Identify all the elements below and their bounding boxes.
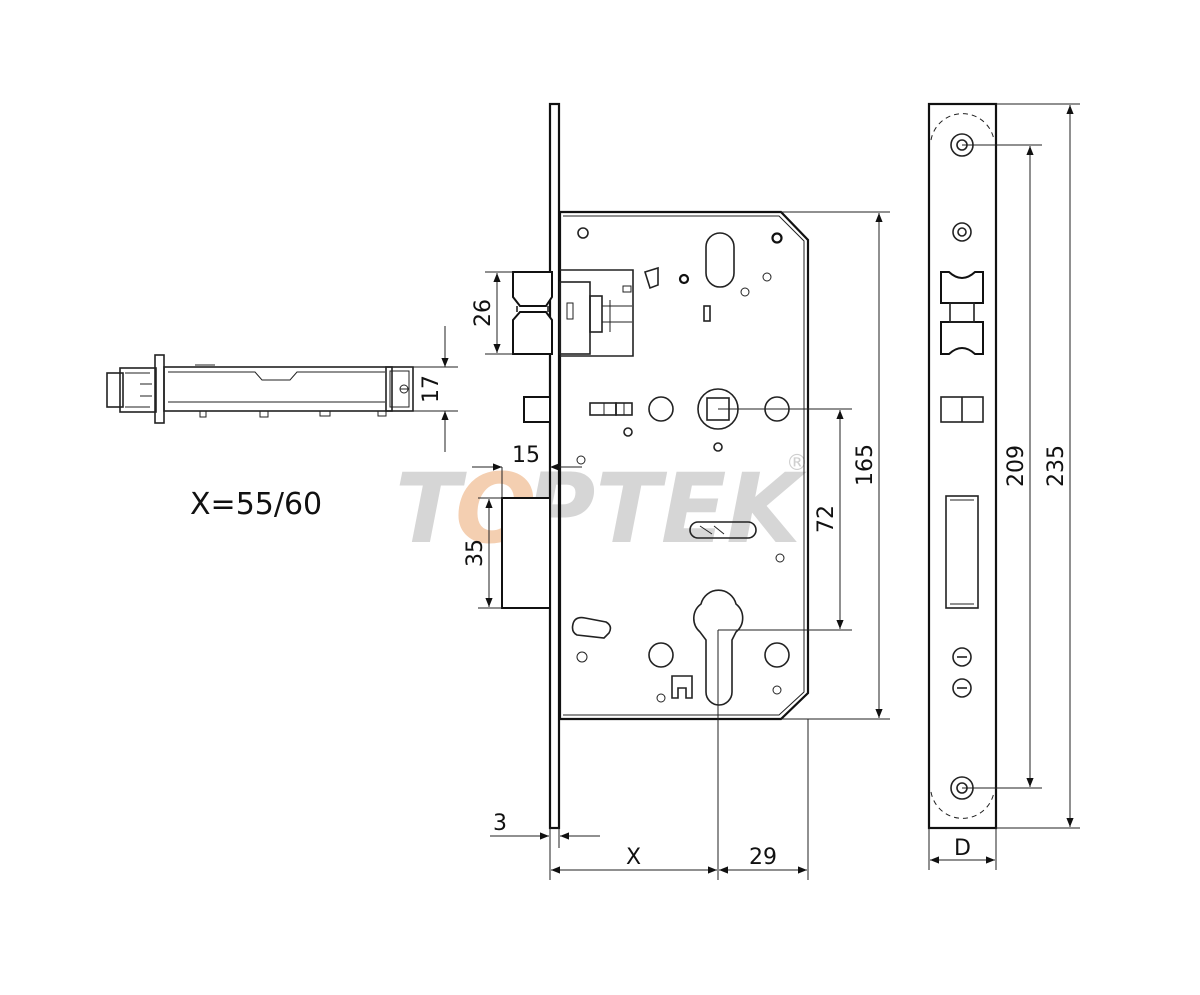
watermark-rest: PTEK: [525, 453, 807, 565]
dim-209: 209: [962, 144, 1042, 789]
dim-209-label: 209: [1004, 445, 1029, 487]
dim-x-29: X 29: [551, 719, 809, 880]
dim-35: 35: [463, 497, 502, 609]
dim-d: D: [928, 828, 997, 870]
dim-26: 26: [471, 271, 513, 355]
dim-26-label: 26: [471, 299, 496, 327]
faceplate-view: [927, 102, 998, 830]
dim-29-label: 29: [749, 845, 777, 870]
dim-165-label: 165: [853, 444, 878, 486]
dim-17-label: 17: [419, 375, 444, 403]
dim-72-label: 72: [814, 505, 839, 533]
dim-17: 17: [413, 326, 458, 452]
dim-235: 235: [996, 103, 1080, 829]
dim-x-label: X: [626, 845, 641, 870]
dim-35-label: 35: [463, 539, 488, 567]
dim-72: 72: [814, 410, 844, 629]
dim-d-label: D: [954, 836, 971, 861]
dim-15: 15: [472, 443, 582, 498]
formula-label: X=55/60: [190, 487, 322, 522]
watermark-registered: ®: [786, 451, 808, 476]
dim-15-label: 15: [512, 443, 540, 468]
watermark: T O PTEK ®: [395, 451, 808, 565]
dim-3: 3: [490, 811, 600, 880]
dim-165: 165: [781, 211, 890, 720]
watermark-t: T: [395, 453, 467, 565]
dim-3-label: 3: [493, 811, 507, 836]
dim-235-label: 235: [1044, 445, 1069, 487]
side-view: [106, 354, 414, 424]
